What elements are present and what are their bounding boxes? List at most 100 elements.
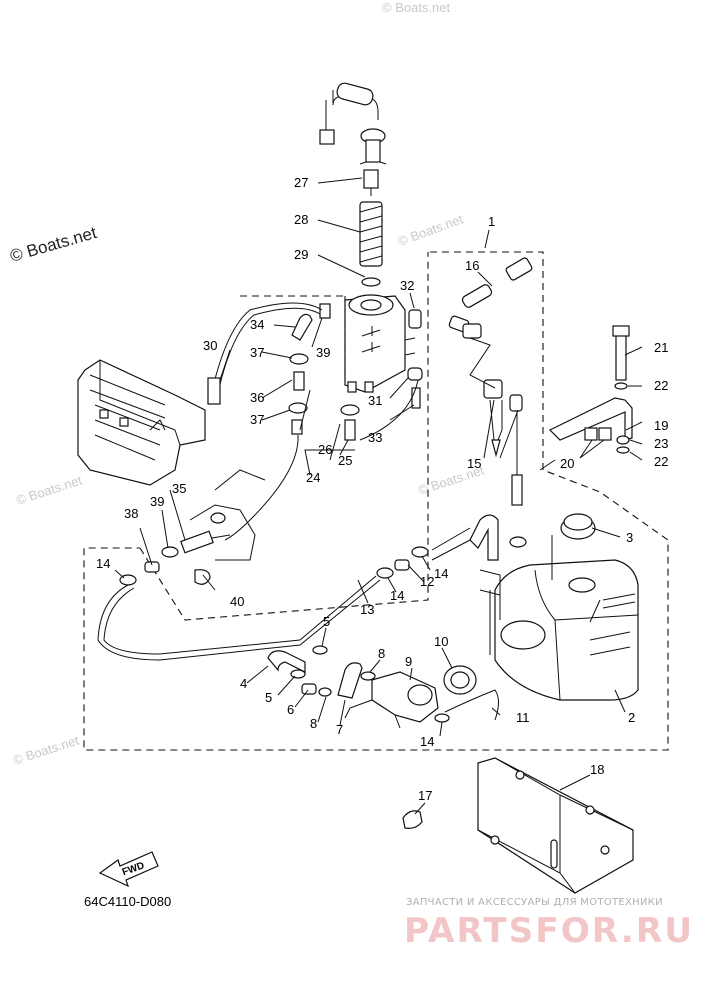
joint-38 bbox=[144, 561, 160, 573]
clamp-26 bbox=[340, 404, 360, 416]
callout-8: 8 bbox=[378, 646, 385, 661]
clamp-39b bbox=[161, 546, 179, 558]
callout-16: 16 bbox=[465, 258, 479, 273]
callout-35: 35 bbox=[172, 481, 186, 496]
callout-37: 37 bbox=[250, 345, 264, 360]
callout-3: 3 bbox=[626, 530, 633, 545]
callout-36: 36 bbox=[250, 390, 264, 405]
clamp-37b bbox=[288, 402, 308, 414]
callout-39: 39 bbox=[316, 345, 330, 360]
callout-9: 9 bbox=[405, 654, 412, 669]
callout-14: 14 bbox=[96, 556, 110, 571]
callout-1: 1 bbox=[488, 214, 495, 229]
hose-11 bbox=[444, 689, 499, 721]
clamp-14d bbox=[434, 713, 450, 723]
nut-23 bbox=[616, 435, 630, 445]
callout-33: 33 bbox=[368, 430, 382, 445]
bolt-head-21 bbox=[612, 325, 630, 337]
callout-17: 17 bbox=[418, 788, 432, 803]
callout-13: 13 bbox=[360, 602, 374, 617]
clamp-8a bbox=[318, 687, 332, 697]
callout-21: 21 bbox=[654, 340, 668, 355]
clip-39 bbox=[319, 303, 331, 319]
hose-13-upper bbox=[469, 514, 499, 561]
watermark-faint: © Boats.net bbox=[11, 732, 81, 767]
clamp-5b bbox=[290, 669, 306, 679]
brand-logo: PARTSFOR.RU bbox=[404, 911, 694, 951]
hose-14 bbox=[97, 579, 381, 661]
pad-20b bbox=[598, 427, 612, 441]
clamp-14b bbox=[376, 567, 394, 579]
callout-10: 10 bbox=[434, 634, 448, 649]
callout-25: 25 bbox=[338, 453, 352, 468]
strainer-element bbox=[359, 201, 383, 267]
hose-35 bbox=[224, 434, 299, 541]
strap-19 bbox=[548, 397, 633, 441]
callout-5: 5 bbox=[323, 614, 330, 629]
brand-tagline: ЗАПЧАСТИ И АКСЕССУАРЫ ДЛЯ МОТОТЕХНИКИ bbox=[406, 897, 663, 908]
callout-27: 27 bbox=[294, 175, 308, 190]
watermark-faint: © Boats.net bbox=[396, 211, 466, 249]
callout-8: 8 bbox=[310, 716, 317, 731]
fuel-tank bbox=[494, 559, 639, 701]
connector-16 bbox=[448, 257, 533, 389]
pipe-30 bbox=[207, 377, 221, 405]
fuel-filter-body bbox=[344, 294, 416, 393]
callout-6: 6 bbox=[287, 702, 294, 717]
callout-37: 37 bbox=[250, 412, 264, 427]
callout-29: 29 bbox=[294, 247, 308, 262]
callout-20: 20 bbox=[560, 456, 574, 471]
clamp-14c bbox=[411, 546, 429, 558]
callouts: 1 2 3 4 5 5 6 7 8 8 9 10 11 12 13 14 14 … bbox=[96, 175, 668, 803]
callout-14: 14 bbox=[434, 566, 448, 581]
pipe-25 bbox=[344, 419, 356, 441]
pipe-35 bbox=[180, 530, 214, 554]
callout-26: 26 bbox=[318, 442, 332, 457]
sensor-rod bbox=[363, 169, 379, 196]
callout-23: 23 bbox=[654, 436, 668, 451]
pipe-36 bbox=[291, 419, 303, 435]
callout-32: 32 bbox=[400, 278, 414, 293]
clamp-17 bbox=[402, 810, 423, 829]
clamp-8b bbox=[360, 671, 376, 681]
callout-38: 38 bbox=[124, 506, 138, 521]
clamp-37 bbox=[289, 353, 309, 365]
hose-7 bbox=[337, 662, 363, 699]
callout-40: 40 bbox=[230, 594, 244, 609]
pad-20 bbox=[584, 427, 598, 441]
hose-4 bbox=[267, 650, 306, 673]
grommet bbox=[509, 536, 527, 548]
sensor-harness bbox=[319, 82, 387, 165]
fuel-gauge bbox=[483, 379, 523, 506]
bolt-21 bbox=[615, 329, 627, 381]
callout-14: 14 bbox=[420, 734, 434, 749]
watermark-faint: © Boats.net bbox=[14, 472, 84, 507]
clip-40 bbox=[194, 569, 211, 585]
pickup-tube bbox=[479, 569, 501, 655]
grommet-31 bbox=[407, 367, 423, 381]
engine-block bbox=[77, 359, 206, 486]
hose-30 bbox=[209, 302, 323, 401]
watermark-faint: © Boats.net bbox=[382, 0, 451, 15]
callout-12: 12 bbox=[420, 574, 434, 589]
tank-base-18 bbox=[477, 757, 634, 894]
fuel-pump-9 bbox=[344, 671, 439, 729]
callout-19: 19 bbox=[654, 418, 668, 433]
assembly-outline-tank bbox=[83, 251, 669, 751]
callout-31: 31 bbox=[368, 393, 382, 408]
watermark-main: © Boats.net bbox=[8, 223, 99, 266]
callout-28: 28 bbox=[294, 212, 308, 227]
tank-cap bbox=[560, 513, 596, 593]
callout-22: 22 bbox=[654, 378, 668, 393]
callout-30: 30 bbox=[203, 338, 217, 353]
fwd-arrow-icon: FWD bbox=[98, 851, 159, 888]
callout-7: 7 bbox=[336, 722, 343, 737]
callout-18: 18 bbox=[590, 762, 604, 777]
joint-6 bbox=[301, 683, 317, 695]
callout-15: 15 bbox=[467, 456, 481, 471]
callout-11: 11 bbox=[516, 710, 530, 725]
joint-12 bbox=[394, 559, 410, 571]
washer-22 bbox=[614, 382, 628, 390]
callout-22: 22 bbox=[654, 454, 668, 469]
